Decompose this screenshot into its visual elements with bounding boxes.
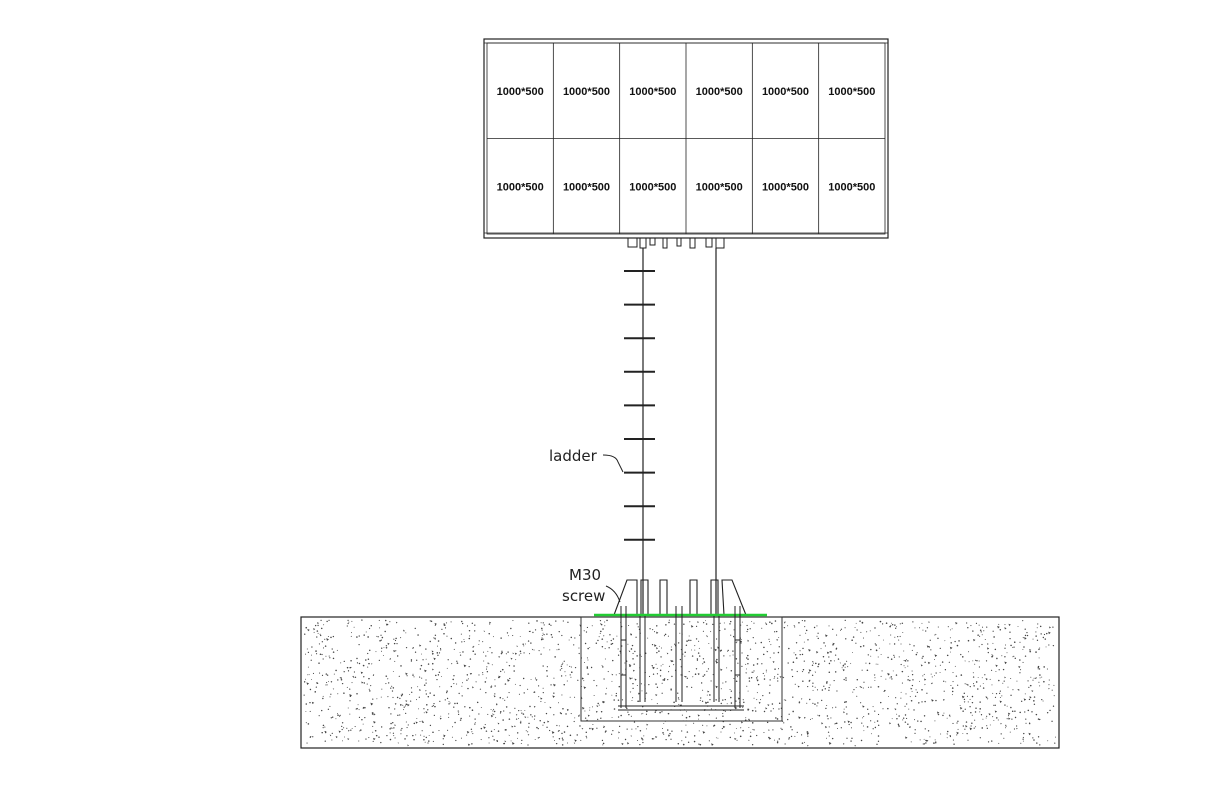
- panel-size-label: 1000*500: [563, 181, 610, 193]
- panel-size-label: 1000*500: [762, 86, 809, 98]
- screw-label-line1: M30: [569, 566, 601, 584]
- panel-size-label: 1000*500: [629, 86, 676, 98]
- panel-size-label: 1000*500: [828, 86, 875, 98]
- concrete-foundation: [300, 616, 1060, 749]
- panel-size-label: 1000*500: [762, 181, 809, 193]
- ladder: [624, 270, 655, 541]
- panel-size-label: 1000*500: [497, 86, 544, 98]
- panel-size-label: 1000*500: [563, 86, 610, 98]
- ladder-label: ladder: [549, 447, 598, 465]
- support-column: [642, 248, 717, 616]
- panel-size-label: 1000*500: [828, 181, 875, 193]
- anchor-bolts: [618, 606, 744, 711]
- board-bracket: [625, 237, 728, 249]
- ladder-callout: ladder: [549, 447, 624, 473]
- base-stiffeners: [613, 579, 747, 616]
- billboard-frame: 1000*500 1000*500 1000*500 1000*500 1000*500…: [483, 38, 889, 239]
- panel-size-label: 1000*500: [696, 181, 743, 193]
- panel-size-label: 1000*500: [696, 86, 743, 98]
- concrete-texture: [303, 619, 1056, 747]
- screw-label-line2: screw: [562, 587, 605, 605]
- panel-grid: 1000*500 1000*500 1000*500 1000*500 1000*500…: [487, 43, 885, 234]
- screw-callout: M30 screw: [562, 566, 621, 605]
- panel-size-label: 1000*500: [629, 181, 676, 193]
- panel-size-label: 1000*500: [497, 181, 544, 193]
